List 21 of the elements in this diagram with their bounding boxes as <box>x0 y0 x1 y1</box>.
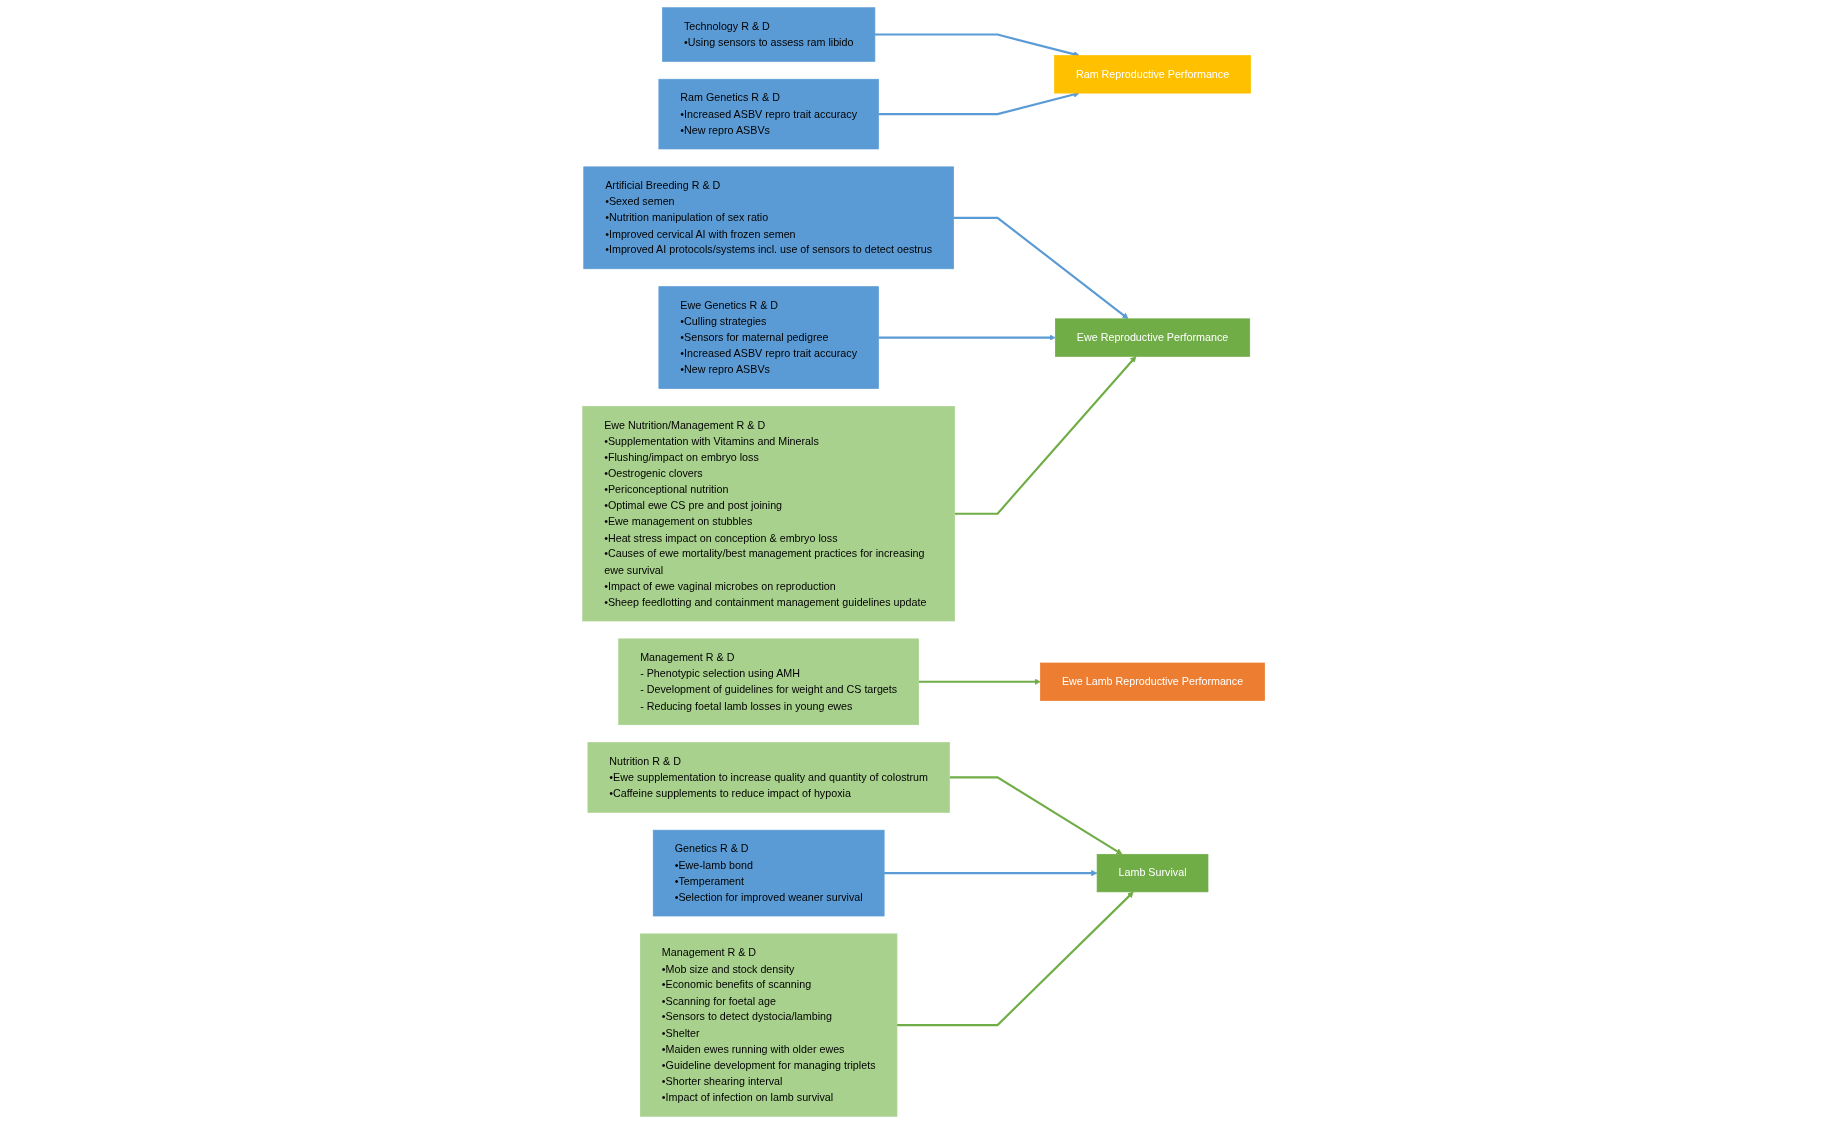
node-box <box>652 829 885 917</box>
node-box <box>1096 853 1209 893</box>
arrow <box>954 356 1137 515</box>
node-box <box>658 78 879 150</box>
node-box <box>1039 662 1265 701</box>
arrow <box>878 334 1056 341</box>
arrow <box>883 869 1098 877</box>
node-box <box>658 286 879 389</box>
arrow <box>896 891 1134 1027</box>
node-box <box>1053 55 1251 94</box>
node-box <box>583 166 954 270</box>
arrow <box>953 216 1129 320</box>
node-box <box>587 742 950 813</box>
node-box <box>639 933 898 1117</box>
arrow <box>949 776 1123 855</box>
node-box <box>661 7 876 62</box>
node-box <box>618 638 919 726</box>
node-box <box>582 406 955 622</box>
node-box <box>1054 318 1250 357</box>
diagram: Technology R & D •Using sensors to assess ram libido Ram Genetics R & D •Increased ASBV repro trait accuracy •New repro ASBVs Ram Reproductive Performance Artificial Breeding R & D •Sexed semen •Nutrition manipulation of sex ratio •Improved cervical AI with frozen semen •Improved AI protocols/systems incl. use of sensors to detect oestrus Ewe Genetics R & D •Culling strategies •Sensors for maternal pedigree •Increased ASBV repro trait accuracy •New repro ASBVs Ewe Reproductive Performance Ewe Nutrition/Management R & D •Supplementation with Vitamins and Minerals •Flushing/impact on embryo loss •Oestrogenic clovers •Periconceptional nutrition •Optimal ewe CS pre and post joining •Ewe management on stubbles •Heat stress impact on conception & embryo loss •Causes of ewe mortality/best management practices for increasing ewe survival •Impact of ewe vaginal microbes on reproduction •Sheep feedlotting and containment management guidelines update Management R & D - Phenotypic selection using AMH - Development of guidelines for weight and CS targets - Reducing foetal lamb losses in young ewes Ewe Lamb Reproductive Performance Nutrition R & D •Ewe supplementation to increase quality and quantity of colostrum •Caffeine supplements to reduce impact of hypoxia Genetics R & D •Ewe-lamb bond •Temperament •Selection for improved weaner survival Management R & D •Mob size and stock density •Economic benefits of scanning •Scanning for foetal age •Sensors to detect dystocia/lambing •Shelter •Maiden ewes running with older ewes •Guideline development for managing triplets •Shorter shearing interval •Impact of infection on lamb survival Lamb Survival <box>576 2 1271 1122</box>
arrow <box>918 678 1041 685</box>
